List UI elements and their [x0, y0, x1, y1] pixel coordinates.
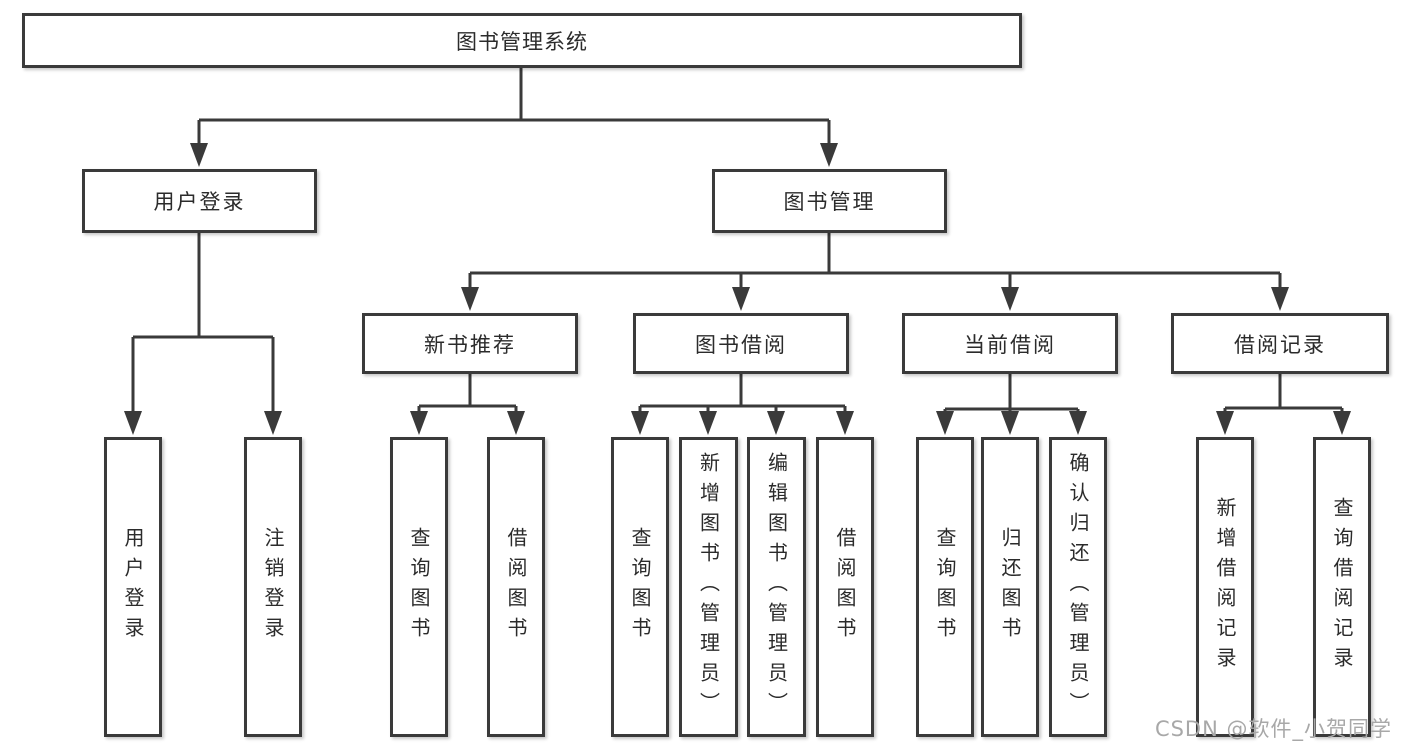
leaf-current-query-books: 查询图书	[916, 437, 974, 737]
leaf-edit-books-admin: 编辑图书（管理员）	[747, 437, 806, 737]
csdn-watermark: CSDN @软件_小贺同学	[1154, 717, 1392, 741]
node-current-borrowing: 当前借阅	[902, 313, 1118, 374]
leaf-borrow-books: 借阅图书	[816, 437, 874, 737]
node-book-management: 图书管理	[712, 169, 947, 233]
leaf-add-borrow-record: 新增借阅记录	[1196, 437, 1254, 737]
leaf-query-borrow-record: 查询借阅记录	[1313, 437, 1371, 737]
node-library-management-system: 图书管理系统	[22, 13, 1022, 68]
node-borrowing-records: 借阅记录	[1171, 313, 1389, 374]
leaf-logout: 注销登录	[244, 437, 302, 737]
node-user-login: 用户登录	[82, 169, 317, 233]
leaf-confirm-return-admin: 确认归还（管理员）	[1049, 437, 1107, 737]
arrowheads	[124, 143, 1351, 435]
leaf-borrow-query-books: 查询图书	[611, 437, 669, 737]
leaf-add-books-admin: 新增图书（管理员）	[679, 437, 738, 737]
node-book-borrowing: 图书借阅	[633, 313, 849, 374]
leaf-recommend-query-books: 查询图书	[390, 437, 448, 737]
leaf-return-books: 归还图书	[981, 437, 1039, 737]
leaf-recommend-borrow-books: 借阅图书	[487, 437, 545, 737]
leaf-user-login: 用户登录	[104, 437, 162, 737]
node-new-book-recommend: 新书推荐	[362, 313, 578, 374]
